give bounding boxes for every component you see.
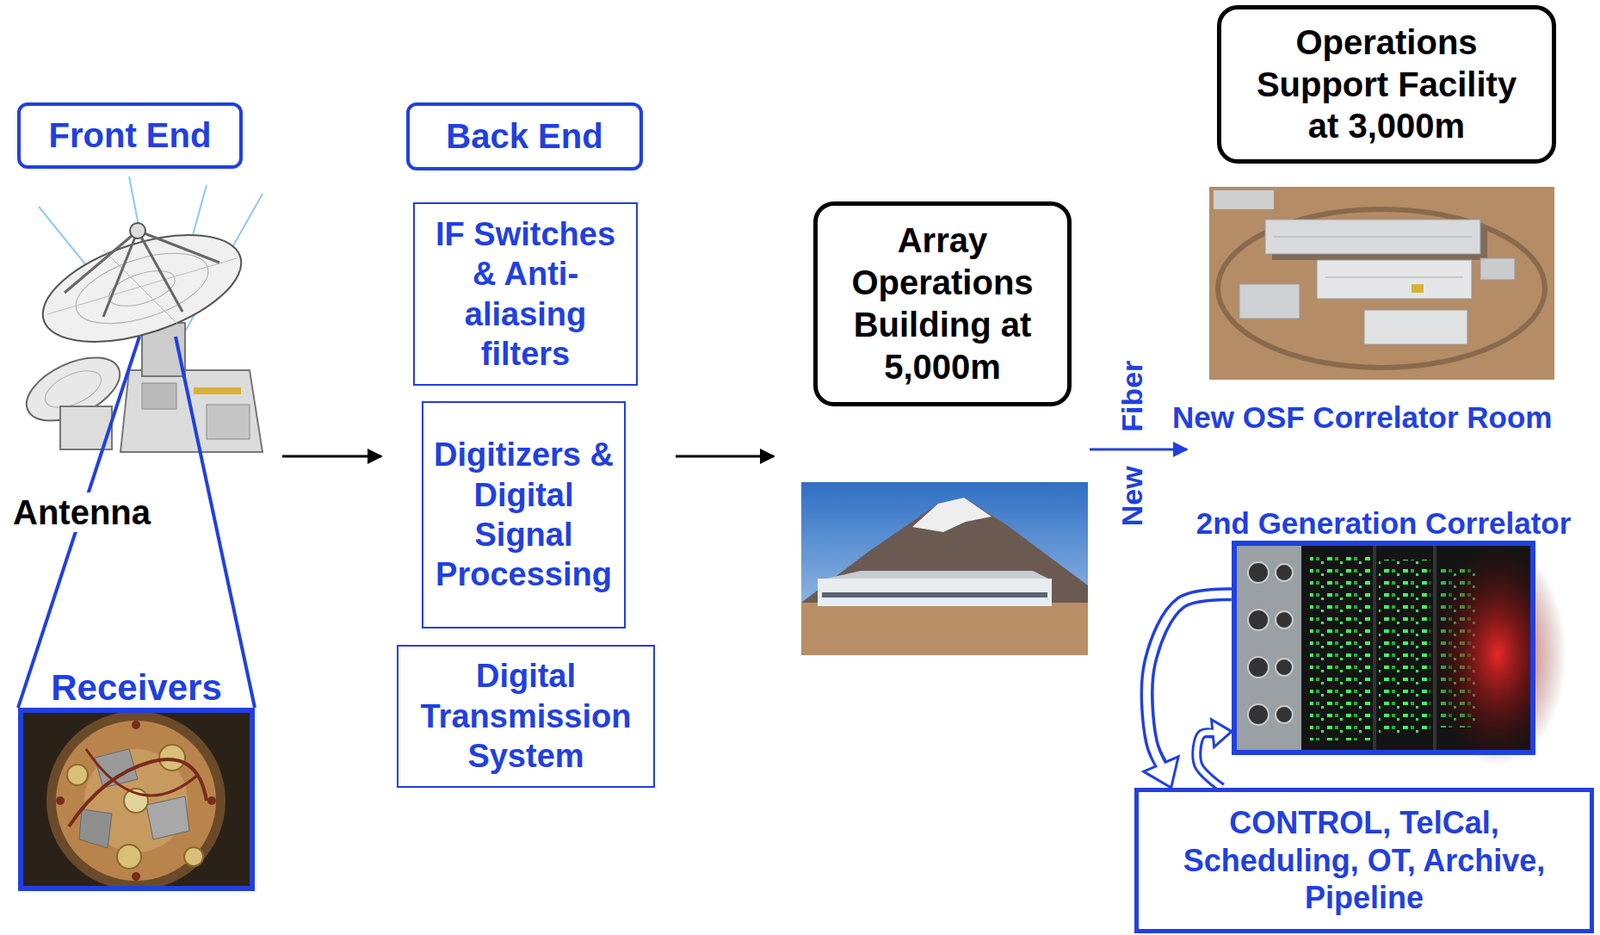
flow-arrow: [1143, 593, 1232, 788]
node-text: Front End: [49, 114, 212, 157]
receiver-photo-part: [67, 764, 88, 785]
receiver-photo-part: [55, 796, 65, 805]
photo-frame: 2nd Generation Correlator: [1231, 540, 1536, 755]
building-photo-part: [801, 481, 1088, 655]
osf-photo-part: [1265, 219, 1481, 254]
receiver-photo-part: [146, 796, 190, 840]
layout-arrow-part: [675, 455, 774, 458]
antenna-illustration-part: [137, 230, 220, 263]
receiver-photo-part: [86, 748, 198, 796]
antenna-illustration-part: [129, 222, 146, 239]
arrow-shaft: [1147, 593, 1232, 764]
building-photo-part: [912, 497, 992, 532]
antenna-illustration-part: [193, 387, 241, 395]
process-box: Digitizers & Digital Signal Processing: [421, 401, 626, 629]
correlator-photo-part: [1275, 563, 1293, 581]
arrow-hollow: [1147, 593, 1232, 768]
receiver-photo-part: [159, 744, 186, 771]
receiver-photo-part: [131, 720, 141, 729]
layout-arrow-part: [282, 455, 382, 458]
section-tab: Back End: [406, 102, 643, 171]
receiver-photo-part: [131, 871, 141, 881]
receiver-photo-part: [79, 809, 112, 848]
correlator-photo-part: [1428, 542, 1567, 767]
arrow-hollow: [1196, 732, 1222, 788]
osf-photo-part: [1411, 284, 1424, 293]
box-heading: Receivers: [50, 665, 223, 710]
correlator-photo-part: [1247, 656, 1269, 678]
receiver-photo-part: [184, 846, 204, 866]
correlator-photo-part: [1236, 545, 1302, 750]
node-text: Array Operations Building at 5,000m: [833, 219, 1052, 388]
osf-photo-part: [1213, 190, 1274, 210]
node-text: CONTROL, TelCal, Scheduling, OT, Archive…: [1149, 803, 1580, 918]
building-photo: [801, 481, 1088, 655]
antenna-illustration-part: [137, 230, 183, 312]
receiver-photo-part: [117, 844, 142, 869]
antenna-illustration-part: [47, 258, 237, 315]
correlator-photo-part: [1275, 611, 1293, 629]
correlator-photo-part: [1247, 704, 1269, 725]
receiver-photo: [20, 710, 253, 890]
osf-photo-part: [1316, 259, 1472, 299]
process-box: IF Switches & Anti-aliasing filters: [413, 202, 638, 386]
antenna-illustration-part: [64, 230, 138, 293]
antenna-illustration-part: [30, 213, 254, 363]
section-tab: Front End: [17, 102, 243, 169]
magnifier-lines-part: [175, 336, 255, 708]
building-photo-part: [817, 578, 1052, 606]
osf-photo-part: [1217, 209, 1545, 368]
antenna-illustration-part: [206, 404, 250, 439]
software-box: CONTROL, TelCal, Scheduling, OT, Archive…: [1134, 787, 1594, 933]
antenna-illustration: [17, 176, 263, 452]
building-photo-part: [826, 570, 1049, 579]
correlator-photo: [1231, 540, 1567, 767]
correlator-photo-part: [1378, 559, 1431, 736]
site-box: Operations Support Facility at 3,000m: [1216, 5, 1557, 164]
osf-photo-part: [1480, 258, 1515, 280]
node-text: Digital Transmission System: [405, 655, 647, 776]
node-text: IF Switches & Anti-aliasing filters: [421, 214, 630, 374]
antenna-illustration-part: [142, 383, 177, 409]
flow-arrow: [1196, 719, 1232, 788]
receiver-photo-part: [55, 720, 217, 881]
room-label: New OSF Correlator Room: [1172, 400, 1552, 435]
fiber-label: New Fiber: [1115, 360, 1150, 526]
node-text: Back End: [445, 115, 603, 158]
correlator-photo-part: [1275, 658, 1293, 676]
correlator-photo-part: [1247, 562, 1269, 583]
building-photo-part: [821, 592, 1048, 598]
box-heading: 2nd Generation Correlator: [1196, 505, 1572, 543]
antenna-label: Antenna: [10, 492, 154, 532]
correlator-photo-part: [1275, 705, 1293, 723]
antenna-illustration-part: [103, 230, 138, 317]
node-text: Digitizers & Digital Signal Processing: [430, 434, 618, 594]
osf-photo-part: [1364, 309, 1468, 345]
osf-photo: [1209, 186, 1555, 380]
osf-photo-part: [1325, 277, 1464, 278]
building-photo-part: [801, 602, 1088, 655]
node-text: Operations Support Facility at 3,000m: [1236, 21, 1537, 148]
receiver-photo-part: [207, 796, 217, 805]
osf-photo-part: [1239, 284, 1300, 319]
photo-frame: Receivers: [18, 707, 255, 891]
receiver-photo-part: [46, 710, 226, 890]
process-box: Digital Transmission System: [396, 644, 655, 788]
correlator-photo-part: [1372, 545, 1377, 750]
correlator-photo-part: [1247, 609, 1269, 631]
osf-photo-part: [1209, 186, 1555, 380]
correlator-photo-part: [1309, 555, 1371, 741]
site-box: Array Operations Building at 5,000m: [813, 201, 1072, 407]
osf-photo-part: [1273, 236, 1472, 238]
